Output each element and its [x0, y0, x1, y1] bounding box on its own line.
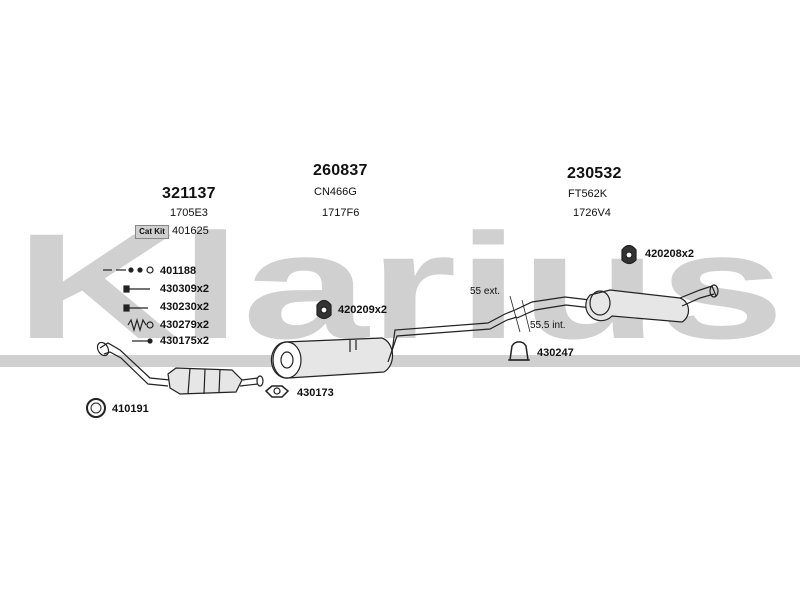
- bolt-nut-set-icon: [103, 266, 154, 274]
- fitting-label-430173: 430173: [297, 387, 334, 399]
- fitting-label-401188: 401188: [160, 265, 197, 277]
- fitting-label-430175: 430175x2: [160, 335, 209, 347]
- annotation-ext: 55 ext.: [470, 286, 501, 297]
- centre-silencer: [270, 309, 518, 379]
- bolt-icon-1: [123, 285, 150, 293]
- assembly-part-1: 321137: [162, 185, 216, 202]
- assembly-part-2: 260837: [313, 162, 368, 179]
- leader-lines: [509, 295, 531, 333]
- rubber-mount-icon-1: [316, 299, 332, 320]
- cat-kit-part: 401625: [172, 225, 209, 237]
- fitting-label-430230: 430230x2: [160, 301, 209, 313]
- rubber-mount-icon-2: [621, 244, 637, 265]
- watermark-bar: [0, 355, 800, 367]
- assembly-code-3: FT562K: [568, 188, 608, 200]
- fitting-label-410191: 410191: [112, 403, 149, 415]
- annotation-int: 55.5 int.: [530, 320, 566, 331]
- assembly-code-1: 1705E3: [170, 207, 208, 219]
- cat-kit-badge: Cat Kit: [135, 225, 169, 239]
- fitting-label-430279: 430279x2: [160, 319, 209, 331]
- assembly-part-3: 230532: [567, 165, 622, 182]
- assembly-subcode-2: 1717F6: [322, 207, 360, 219]
- rear-silencer: [514, 284, 719, 323]
- fitting-label-420208: 420208x2: [645, 248, 694, 260]
- fitting-label-430309: 430309x2: [160, 283, 209, 295]
- pipe-clamp-icon: [508, 341, 530, 361]
- fitting-label-430247: 430247: [537, 347, 574, 359]
- fitting-label-420209: 420209x2: [338, 304, 387, 316]
- spring-icon: [127, 317, 154, 333]
- bolt-icon-2: [123, 304, 148, 312]
- flange-clamp-icon: [264, 385, 290, 398]
- assembly-subcode-3: 1726V4: [573, 207, 611, 219]
- assembly-code-2: CN466G: [314, 186, 357, 198]
- gasket-ring-icon: [86, 398, 106, 418]
- front-pipe-catalyst: [96, 341, 264, 395]
- nut-icon: [132, 338, 153, 344]
